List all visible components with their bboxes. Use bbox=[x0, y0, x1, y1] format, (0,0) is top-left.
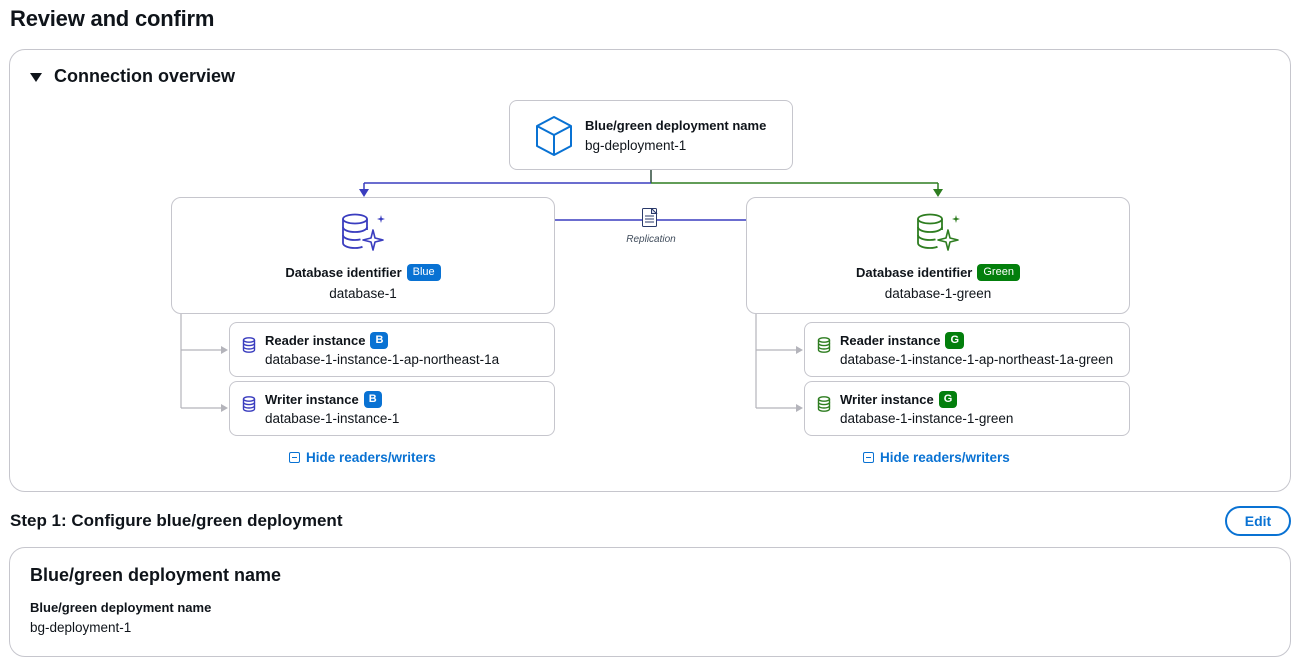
step1-section-heading: Blue/green deployment name bbox=[30, 565, 282, 585]
blue-writer-badge: B bbox=[363, 391, 382, 408]
deployment-card: Blue/green deployment name bg-deployment… bbox=[509, 100, 793, 170]
blue-reader-badge: B bbox=[370, 332, 389, 349]
blue-status-badge: Blue bbox=[406, 264, 441, 281]
database-sparkle-icon bbox=[917, 213, 960, 251]
blue-db-identifier-value: database-1 bbox=[329, 286, 397, 301]
deployment-name-field-label: Blue/green deployment name bbox=[30, 600, 212, 615]
database-icon bbox=[817, 396, 831, 412]
blue-hide-readers-writers-link[interactable]: Hide readers/writers bbox=[289, 450, 436, 465]
green-reader-badge: G bbox=[945, 332, 964, 349]
green-writer-badge: G bbox=[938, 391, 958, 408]
database-icon bbox=[242, 396, 256, 412]
connection-overview-toggle[interactable]: Connection overview bbox=[30, 66, 235, 87]
document-icon bbox=[642, 208, 658, 227]
green-reader-value: database-1-instance-1-ap-northeast-1a-gr… bbox=[840, 352, 1114, 367]
blue-hide-readers-writers-label: Hide readers/writers bbox=[306, 450, 436, 465]
blue-writer-value: database-1-instance-1 bbox=[265, 411, 400, 426]
arrow-green-down bbox=[933, 189, 943, 197]
deployment-name-label: Blue/green deployment name bbox=[585, 118, 767, 133]
green-status-badge: Green bbox=[977, 264, 1020, 281]
green-reader-label: Reader instance bbox=[840, 333, 941, 348]
green-writer-value: database-1-instance-1-green bbox=[840, 411, 1014, 426]
database-icon bbox=[242, 337, 256, 353]
step1-summary-panel bbox=[9, 547, 1291, 657]
blue-database-card: Database identifier Blue database-1 bbox=[171, 197, 555, 314]
page-title: Review and confirm bbox=[10, 6, 215, 31]
blue-reader-label: Reader instance bbox=[265, 333, 366, 348]
blue-reader-value: database-1-instance-1-ap-northeast-1a bbox=[265, 352, 500, 367]
connection-overview-heading: Connection overview bbox=[54, 66, 236, 86]
caret-down-icon bbox=[30, 72, 42, 82]
cube-icon bbox=[536, 116, 572, 156]
database-sparkle-icon bbox=[342, 213, 385, 251]
step1-title: Step 1: Configure blue/green deployment bbox=[10, 511, 343, 530]
database-icon bbox=[817, 337, 831, 353]
arrow-blue-down bbox=[359, 189, 369, 197]
blue-db-identifier-label: Database identifier bbox=[285, 265, 402, 280]
green-writer-label: Writer instance bbox=[840, 392, 934, 407]
blue-writer-label: Writer instance bbox=[265, 392, 359, 407]
deployment-name-value: bg-deployment-1 bbox=[585, 138, 687, 153]
blue-reader-instance-card: Reader instance B database-1-instance-1-… bbox=[229, 322, 555, 377]
green-hide-readers-writers-link[interactable]: Hide readers/writers bbox=[863, 450, 1010, 465]
green-db-identifier-label: Database identifier bbox=[856, 265, 973, 280]
green-db-identifier-value: database-1-green bbox=[884, 286, 992, 301]
minus-square-icon bbox=[863, 452, 874, 463]
green-hide-readers-writers-label: Hide readers/writers bbox=[880, 450, 1010, 465]
blue-writer-instance-card: Writer instance B database-1-instance-1 bbox=[229, 381, 555, 436]
replication-label: Replication bbox=[626, 234, 676, 245]
minus-square-icon bbox=[289, 452, 300, 463]
connection-overview-panel bbox=[9, 49, 1291, 492]
deployment-name-field-value: bg-deployment-1 bbox=[30, 620, 132, 635]
green-reader-instance-card: Reader instance G database-1-instance-1-… bbox=[804, 322, 1130, 377]
green-writer-instance-card: Writer instance G database-1-instance-1-… bbox=[804, 381, 1130, 436]
green-database-card: Database identifier Green database-1-gre… bbox=[746, 197, 1130, 314]
edit-button[interactable]: Edit bbox=[1225, 506, 1291, 536]
